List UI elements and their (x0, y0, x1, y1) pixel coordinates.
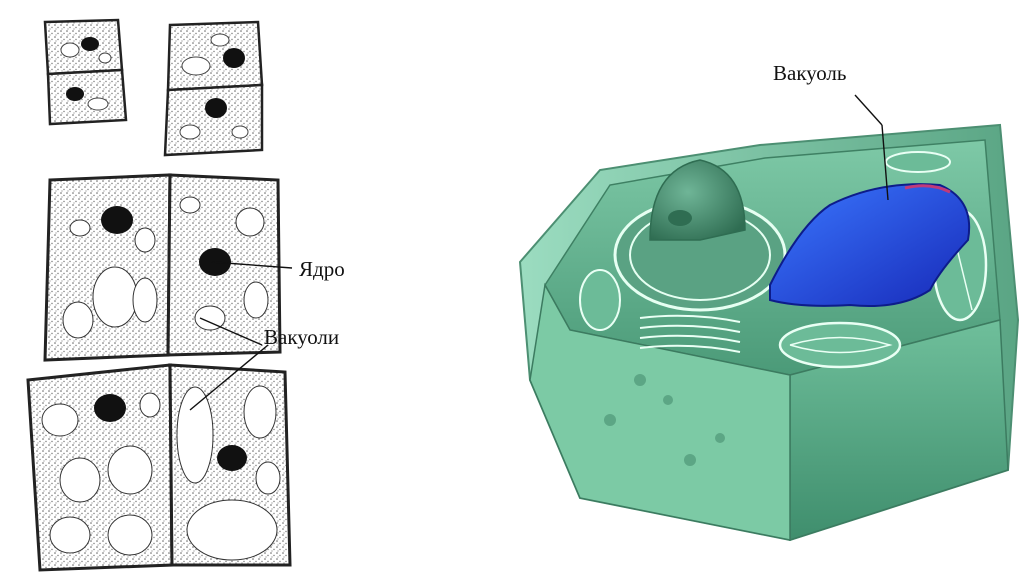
label-vacuoles: Вакуоли (264, 327, 339, 348)
label-vacuole: Вакуоль (773, 63, 847, 84)
leader-line-vacuole (855, 95, 882, 125)
label-nucleus: Ядро (299, 259, 345, 280)
